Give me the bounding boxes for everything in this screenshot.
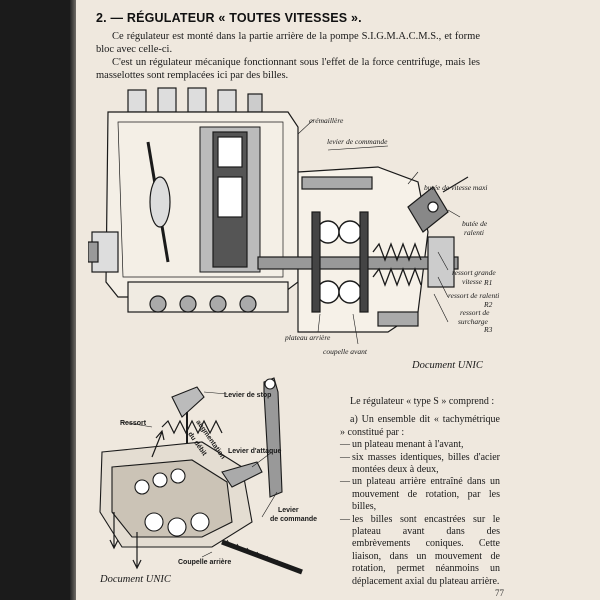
label-butee-ralenti-1: butée de [462,219,488,228]
label-levier-commande-1: Levier [278,507,299,514]
label-plateau-arriere: plateau arrière [285,333,331,342]
label-coupelle-arriere: Coupelle arrière [178,559,232,566]
a-line: a) Un ensemble dit « tachymétrique » con… [340,414,500,438]
page-number: 77 [495,588,504,598]
list-item: —un plateau arrière entraîné dans un mou… [340,476,500,513]
label-ressort-surcharge-1: ressort de [460,308,490,317]
label-levier-commande-2: de commande [270,516,318,523]
governor-perspective-drawing [99,377,303,575]
label-ressort-ralenti: ressort de ralenti [448,291,500,300]
label-coupelle-avant: coupelle avant [323,347,367,356]
label-r3: R3 [484,325,493,334]
label-r2: R2 [484,300,493,309]
list-item-text: un plateau menant à l'avant, [352,439,464,451]
page-gutter-shadow [70,0,78,600]
label-ressort-grande-2: vitesse [462,277,482,286]
paragraph-1-text: Ce régulateur est monté dans la partie a… [96,31,480,55]
list-item-text: six masses identiques, billes d'acier mo… [352,451,500,476]
intro-line: Le régulateur « type S » comprend : [350,396,495,407]
list-item: —un plateau menant à l'avant, [340,439,500,451]
label-levier-attaque: Levier d'attaque [228,448,282,455]
list-item: —les billes sont encastrées sur le plate… [340,513,500,587]
list-item-text: un plateau arrière entraîné dans un mouv… [352,476,500,513]
paragraph-2: C'est un régulateur mécanique fonctionna… [96,57,480,82]
figure1-credit: Document UNIC [412,360,483,371]
label-r1: R1 [484,278,493,287]
list-item-text: les billes sont encastrées sur le platea… [352,513,500,587]
paragraph-1: Ce régulateur est monté dans la partie a… [96,31,480,56]
paragraph-2-text: C'est un régulateur mécanique fonctionna… [96,57,480,81]
figure2-credit: Document UNIC [100,574,171,585]
label-ressort-surcharge-2: surcharge [458,317,488,326]
list-item: —six masses identiques, billes d'acier m… [340,451,500,476]
label-butee-ralenti-2: ralenti [464,228,484,237]
label-levier-stop: Levier de stop [224,392,272,399]
label-levier-commande: levier de commande [327,137,388,146]
label-ressort: Ressort [120,420,147,427]
right-column-text: Le régulateur « type S » comprend : a) U… [340,396,500,588]
label-butee-vitesse-max: butée de vitesse maxi [424,183,488,192]
pump-section-drawing [88,87,469,345]
section-heading: 2. — RÉGULATEUR « TOUTES VITESSES ». [96,11,362,25]
label-cremaillere: crémaillère [309,116,344,125]
label-ressort-grande-1: ressort grande [452,268,496,277]
